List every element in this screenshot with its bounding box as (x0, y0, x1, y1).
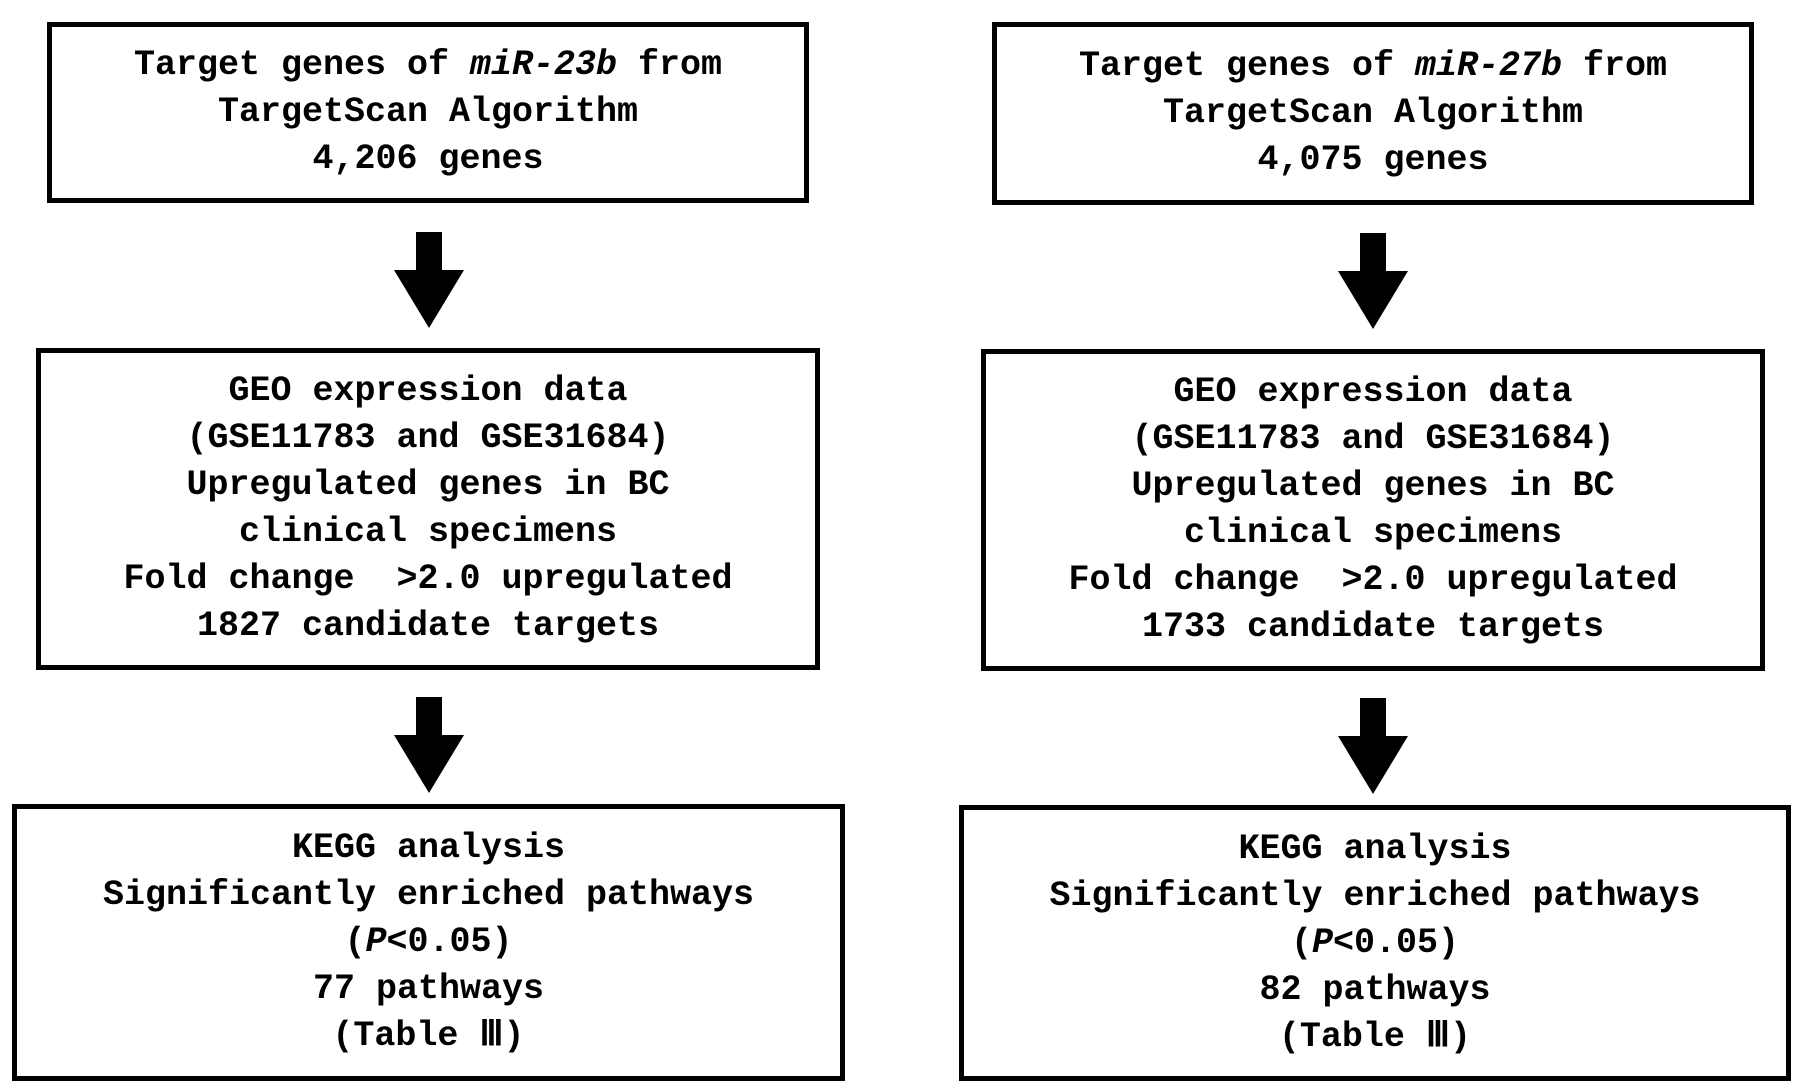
down-arrow-icon (394, 697, 464, 793)
pathway-count: 77 pathways (312, 969, 545, 1009)
down-arrow-icon (1338, 698, 1408, 794)
line-suffix: from (1562, 46, 1668, 86)
table-reference: (Table Ⅲ) (1278, 1016, 1472, 1057)
box-line: Upregulated genes in BC (186, 465, 670, 505)
line-prefix: Target genes of (133, 45, 470, 85)
box-line: Fold change >2.0 upregulated (1068, 560, 1678, 600)
p-value-line: (P<0.05) (344, 919, 512, 966)
box-line: Upregulated genes in BC (1131, 466, 1615, 506)
mir27b-geo-expression-box: GEO expression data (GSE11783 and GSE316… (981, 349, 1765, 671)
box-line: clinical specimens (1183, 513, 1563, 553)
candidate-count: 1827 candidate targets (196, 606, 660, 646)
mir27b-kegg-box: KEGG analysis Significantly enriched pat… (959, 805, 1791, 1081)
p-symbol: P (1311, 922, 1333, 963)
box-line: Fold change >2.0 upregulated (123, 559, 733, 599)
box-line: Significantly enriched pathways (1049, 875, 1701, 916)
mir23b-targetscan-box: Target genes of miR-23b from TargetScan … (47, 22, 809, 203)
mirna-name: miR-23b (470, 45, 618, 85)
down-arrow-icon (1338, 233, 1408, 329)
p-threshold: <0.05) (386, 922, 513, 962)
table-reference: (Table Ⅲ) (332, 1016, 525, 1056)
mir27b-targetscan-box: Target genes of miR-27b from TargetScan … (992, 22, 1754, 205)
line-suffix: from (617, 45, 723, 85)
box-line: (GSE11783 and GSE31684) (186, 418, 670, 458)
paren: ( (1290, 922, 1312, 963)
paren: ( (344, 922, 366, 962)
mir23b-kegg-box: KEGG analysis Significantly enriched pat… (12, 804, 845, 1081)
box-line: TargetScan Algorithm (217, 92, 639, 132)
box-line: Target genes of miR-27b from (1079, 43, 1667, 90)
mir23b-geo-expression-box: GEO expression data (GSE11783 and GSE316… (36, 348, 820, 670)
box-line: clinical specimens (238, 512, 618, 552)
gene-count: 4,075 genes (1257, 140, 1489, 180)
box-line: GEO expression data (228, 371, 628, 411)
box-line: KEGG analysis (1238, 828, 1512, 869)
gene-count: 4,206 genes (312, 139, 544, 179)
pathway-count: 82 pathways (1259, 969, 1491, 1010)
line-prefix: Target genes of (1078, 46, 1415, 86)
p-threshold: <0.05) (1333, 922, 1460, 963)
mirna-name: miR-27b (1415, 46, 1563, 86)
box-line: Significantly enriched pathways (102, 875, 755, 915)
down-arrow-icon (394, 232, 464, 328)
p-symbol: P (365, 922, 387, 962)
p-value-line: (P<0.05) (1291, 920, 1459, 967)
box-line: KEGG analysis (291, 828, 566, 868)
box-line: (GSE11783 and GSE31684) (1131, 419, 1615, 459)
candidate-count: 1733 candidate targets (1141, 607, 1605, 647)
box-line: GEO expression data (1173, 372, 1573, 412)
box-line: TargetScan Algorithm (1162, 93, 1584, 133)
box-line: Target genes of miR-23b from (134, 42, 722, 89)
